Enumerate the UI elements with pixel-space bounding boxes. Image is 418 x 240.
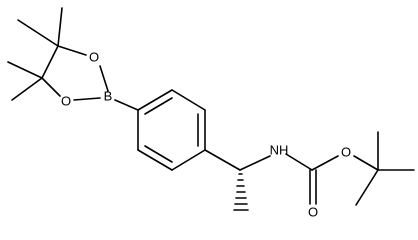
- bond-ring-cc: [41, 45, 59, 79]
- benzene-bond-1: [137, 89, 173, 111]
- bond-methyl-4: [11, 77, 43, 101]
- benzene-ring: [137, 89, 206, 171]
- hashed-wedge-methyl: [233, 173, 249, 211]
- bond-n-carbonyl: [285, 153, 313, 171]
- bond-b-aryl: [114, 99, 139, 111]
- atom-label-ester-oxygen: O: [341, 145, 351, 160]
- bond-ester-o-tbu: [353, 155, 379, 171]
- atom-label-oxygen-lower: O: [61, 94, 71, 109]
- atom-label-oxygen-upper: O: [89, 50, 99, 65]
- atom-label-amine: NH: [270, 143, 289, 158]
- bond-methyl-1: [57, 7, 63, 47]
- atom-label-carbonyl-oxygen: O: [308, 205, 318, 220]
- bond-chiral-n: [239, 155, 271, 171]
- benzene-bond-5: [137, 149, 173, 171]
- benzene-double-1: [144, 97, 173, 115]
- bond-methyl-2: [17, 19, 59, 47]
- bond-b-o-upper: [99, 65, 109, 92]
- bond-tbu-methyl-3: [355, 169, 379, 206]
- methyl-groups-pinacol: [7, 7, 63, 101]
- bond-c-o-lower: [41, 77, 61, 97]
- dioxaborolane-ring: [41, 45, 109, 101]
- bond-aryl-chiral: [204, 149, 241, 171]
- bond-o-lower-b: [73, 97, 101, 101]
- bond-methyl-3: [7, 61, 43, 79]
- atom-label-boron: B: [104, 89, 113, 104]
- chemical-structure-diagram: B O O NH O O: [7, 7, 415, 220]
- bond-carbonyl-ester-o: [311, 155, 339, 171]
- bond-o-upper-c: [57, 45, 87, 56]
- tert-butyl-group: [355, 131, 415, 206]
- benzene-bond-2: [171, 89, 206, 111]
- benzene-double-3: [144, 145, 173, 163]
- benzene-bond-4: [171, 149, 206, 171]
